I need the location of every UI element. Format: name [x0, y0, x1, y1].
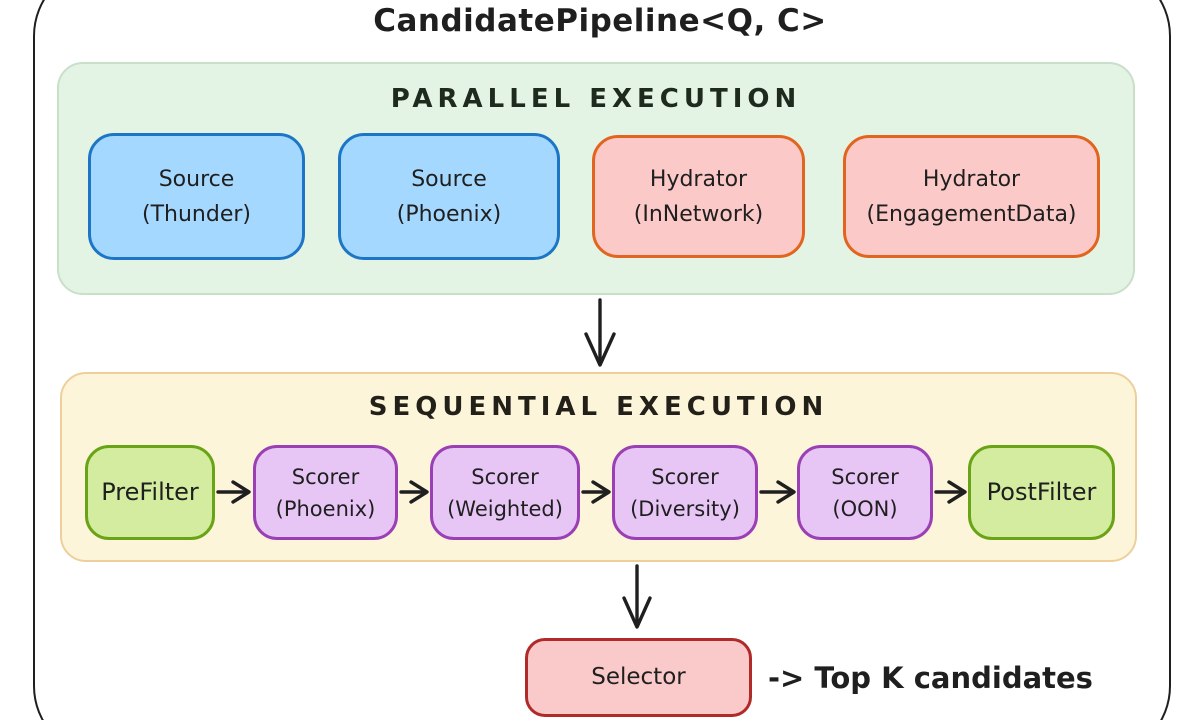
arrow-scorer-phoenix-to-weighted [399, 480, 429, 504]
result-annotation: -> Top K candidates [768, 661, 1093, 695]
node-sublabel: (Thunder) [142, 201, 251, 227]
node-scorer-oon: Scorer (OON) [797, 445, 933, 540]
node-scorer-phoenix: Scorer (Phoenix) [253, 445, 398, 540]
node-hydrator-innetwork: Hydrator (InNetwork) [592, 135, 805, 258]
node-label: Source [158, 166, 235, 192]
sequential-section-label: SEQUENTIAL EXECUTION [368, 392, 829, 422]
node-label: PostFilter [986, 478, 1097, 506]
node-label: Selector [591, 664, 686, 690]
node-selector: Selector [525, 638, 752, 717]
arrow-sequential-to-selector [622, 564, 652, 629]
node-sublabel: (OON) [832, 496, 898, 521]
node-hydrator-engagementdata: Hydrator (EngagementData) [843, 135, 1100, 258]
node-scorer-weighted: Scorer (Weighted) [430, 445, 580, 540]
node-sublabel: (Phoenix) [275, 496, 376, 521]
parallel-section-label: PARALLEL EXECUTION [390, 84, 802, 114]
node-label: Scorer [471, 464, 539, 489]
node-label: Scorer [831, 464, 899, 489]
node-source-thunder: Source (Thunder) [88, 133, 305, 260]
node-label: Scorer [291, 464, 360, 489]
node-label: Hydrator [649, 166, 748, 192]
node-label: Scorer [651, 464, 719, 489]
node-sublabel: (EngagementData) [866, 201, 1077, 227]
arrow-prefilter-to-scorer-phoenix [216, 480, 251, 504]
diagram-title: CandidatePipeline<Q, C> [373, 3, 827, 39]
node-sublabel: (Diversity) [630, 496, 740, 521]
arrow-scorer-diversity-to-oon [759, 480, 796, 504]
node-postfilter: PostFilter [968, 445, 1115, 540]
node-sublabel: (Weighted) [447, 496, 563, 521]
arrow-scorer-oon-to-postfilter [934, 480, 967, 504]
node-prefilter: PreFilter [85, 445, 215, 540]
node-label: Source [411, 166, 487, 192]
node-sublabel: (InNetwork) [633, 201, 764, 227]
pipeline-frame [33, 0, 1171, 720]
node-sublabel: (Phoenix) [396, 201, 502, 227]
node-scorer-diversity: Scorer (Diversity) [612, 445, 758, 540]
node-label: PreFilter [101, 478, 199, 506]
node-label: Hydrator [922, 166, 1021, 192]
arrow-parallel-to-sequential [584, 298, 616, 367]
arrow-scorer-weighted-to-diversity [581, 480, 611, 504]
node-source-phoenix: Source (Phoenix) [338, 133, 560, 260]
sequential-execution-section: SEQUENTIAL EXECUTION [60, 372, 1137, 562]
